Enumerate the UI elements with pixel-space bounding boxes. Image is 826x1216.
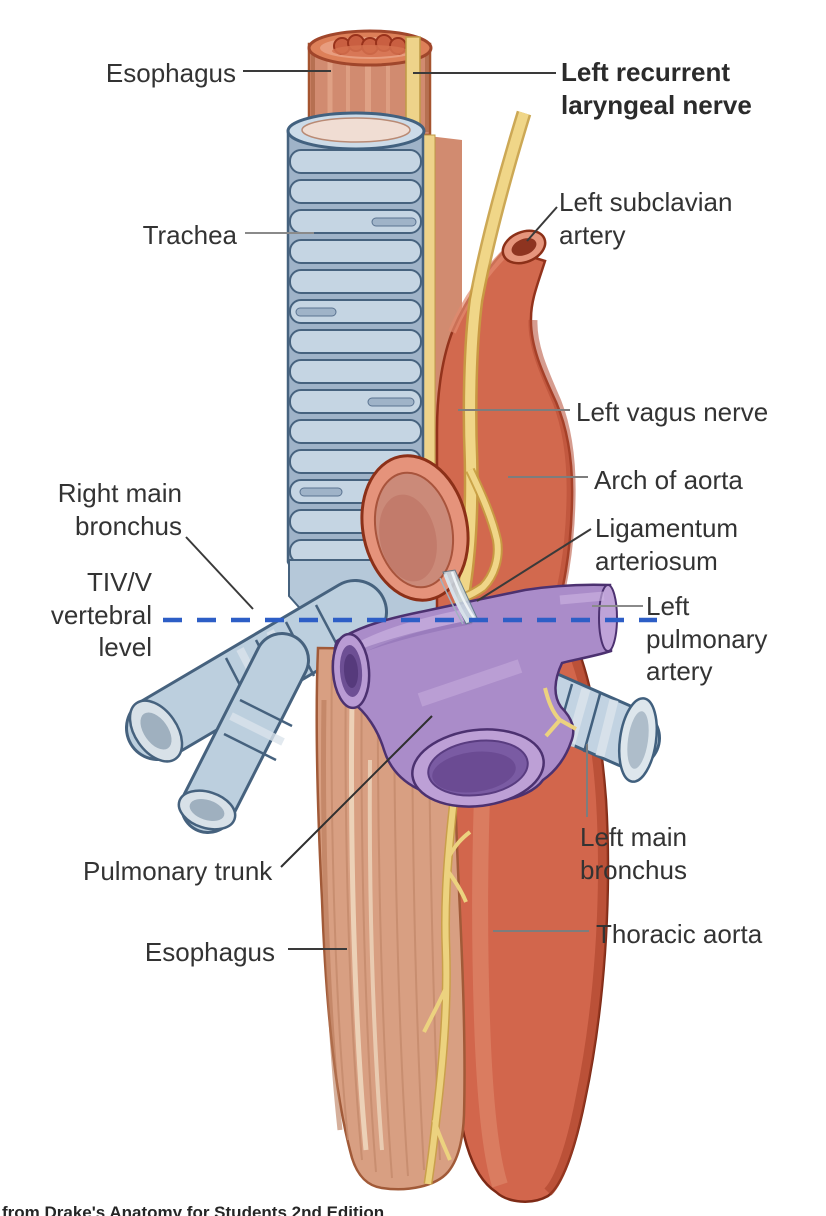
label-tiv-v-vertebral-level: TIV/V vertebral level bbox=[50, 567, 152, 662]
label-ligamentum-arteriosum: Ligamentum arteriosum bbox=[595, 513, 739, 576]
pulmonary-trunk-shape bbox=[331, 583, 618, 808]
pointer-line-left-subclavian-artery bbox=[526, 206, 558, 242]
pointer-line-pulmonary-trunk bbox=[280, 715, 433, 868]
pointer-line-ligamentum-arteriosum bbox=[476, 528, 592, 602]
label-pulmonary-trunk: Pulmonary trunk bbox=[83, 856, 273, 886]
pointer-lines bbox=[185, 70, 643, 950]
vagal-twig-nerve bbox=[543, 687, 577, 738]
pointer-line-right-main-bronchus bbox=[185, 536, 254, 610]
label-esophagus-top: Esophagus bbox=[105, 58, 236, 88]
right-main-bronchus-shape bbox=[125, 579, 388, 834]
label-thoracic-aorta: Thoracic aorta bbox=[596, 919, 763, 949]
label-left-main-bronchus: Left main bronchus bbox=[580, 822, 687, 885]
label-left-subclavian-artery: Left subclavian artery bbox=[559, 187, 733, 250]
label-left-pulmonary-artery: Left pulmonary artery bbox=[646, 591, 768, 686]
label-arch-of-aorta: Arch of aorta bbox=[594, 465, 743, 495]
label-left-vagus-nerve: Left vagus nerve bbox=[576, 397, 769, 427]
label-left-recurrent-laryngeal-nerve: Left recurrent laryngeal nerve bbox=[561, 57, 752, 120]
esophageal-plexus-nerve bbox=[422, 789, 472, 1185]
label-trachea: Trachea bbox=[142, 220, 237, 250]
label-esophagus-bottom: Esophagus bbox=[144, 937, 275, 967]
left-vagus-nerve-shape bbox=[453, 110, 532, 625]
figure-source-caption: from Drake's Anatomy for Students 2nd Ed… bbox=[2, 1203, 385, 1216]
ascending-aorta-cut bbox=[360, 454, 470, 602]
label-right-main-bronchus: Right main bronchus bbox=[57, 478, 182, 541]
